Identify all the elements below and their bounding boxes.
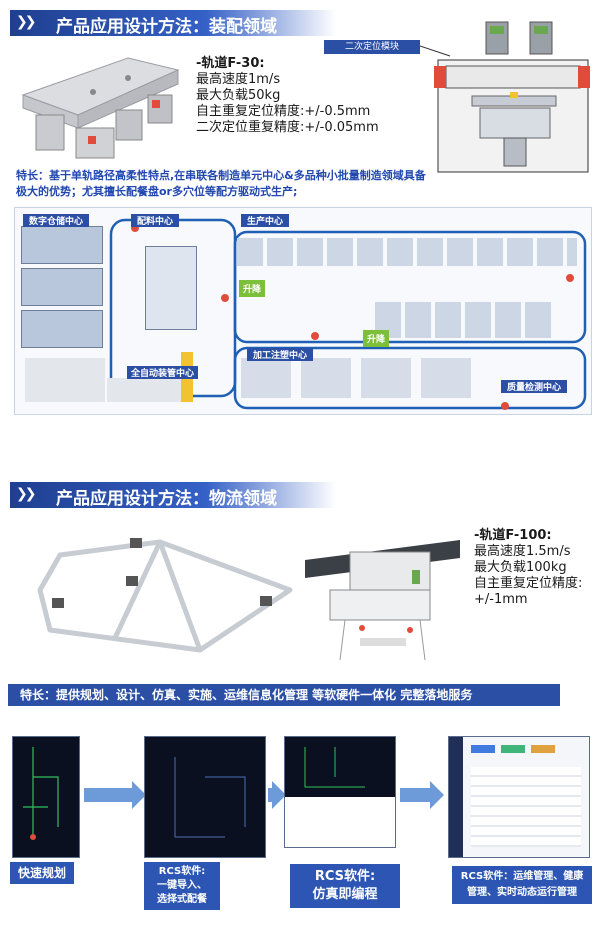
flow-arrow-icon — [84, 781, 146, 809]
caption-line: 仿真即编程 — [312, 887, 378, 902]
caption-line: RCS软件: — [158, 866, 206, 877]
process-stations — [241, 358, 481, 398]
spec-block-f100: -轨道F-100: 最高速度1.5m/s 最大负载100kg 自主重复定位精度:… — [474, 528, 582, 608]
zone-auto-label: 全自动装管中心 — [127, 366, 199, 379]
storage-rack — [21, 226, 103, 264]
flow-arrow-icon — [400, 781, 444, 809]
screenshot-import — [144, 736, 266, 858]
zone-inspect-label: 质量检测中心 — [501, 380, 568, 393]
section1-header: ❯❯ 产品应用设计方法：装配领域 — [10, 8, 340, 38]
storage-rack — [21, 310, 103, 348]
spec-line: 最大负载50kg — [196, 88, 281, 103]
zone-dispatch-label: 配料中心 — [131, 214, 180, 227]
spec-block-f30: -轨道F-30: 最高速度1m/s 最大负载50kg 自主重复定位精度:+/-0… — [196, 56, 379, 136]
zone-production-label: 生产中心 — [241, 214, 290, 227]
double-chevron-icon: ❯❯ — [16, 486, 37, 502]
equipment-row — [107, 378, 181, 402]
feature-band-2: 特长：提供规划、设计、仿真、实施、运维信息化管理 等软硬件一体化 完整落地服务 — [8, 684, 560, 706]
spec-line: 最大负载100kg — [474, 560, 567, 575]
screenshot-planning — [12, 736, 80, 858]
caption-line: RCS软件: — [314, 869, 376, 884]
spec-line: 最高速度1m/s — [196, 72, 281, 87]
feature-text-1: 特长：基于单轨路径高柔性特点,在串联各制造单元中心&多品种小批量制造领域具备 极… — [16, 168, 426, 200]
spec-name: -轨道F-100: — [474, 528, 552, 543]
spec-line: 最高速度1.5m/s — [474, 544, 571, 559]
caption-line: RCS软件：运维管理、健康 — [460, 871, 584, 882]
section2-header: ❯❯ 产品应用设计方法：物流领域 — [10, 480, 340, 510]
step-caption-4: RCS软件：运维管理、健康 管理、实时动态运行管理 — [452, 866, 592, 904]
screenshot-simulation — [284, 736, 396, 848]
caption-line: 管理、实时动态运行管理 — [467, 887, 577, 898]
zone-digital-label: 数字仓储中心 — [23, 214, 90, 227]
feature-line: 特长：基于单轨路径高柔性特点,在串联各制造单元中心&多品种小批量制造领域具备 — [16, 169, 426, 182]
storage-rack — [21, 268, 103, 306]
caption-line: 一键导入、 — [157, 880, 207, 891]
step-caption-1: 快速规划 — [10, 862, 74, 884]
equipment-row — [25, 358, 105, 402]
spec-name: -轨道F-30: — [196, 56, 265, 71]
dispatch-station — [145, 246, 197, 330]
screenshot-operations — [448, 736, 590, 858]
rail-track-image — [37, 538, 293, 653]
flow-arrow-icon — [268, 781, 286, 809]
agv-cart-image — [21, 57, 180, 159]
double-chevron-icon: ❯❯ — [16, 14, 37, 30]
spec-line: 自主重复定位精度: — [474, 576, 583, 591]
section2-title: 产品应用设计方法：物流领域 — [56, 489, 277, 509]
production-stations — [375, 302, 555, 338]
production-stations — [237, 238, 577, 266]
lift-label: 升降 — [239, 280, 266, 297]
section1-title: 产品应用设计方法：装配领域 — [56, 17, 277, 37]
spec-line: 二次定位重复精度:+/-0.05mm — [196, 120, 379, 135]
feature-line: 极大的优势；尤其擅长配餐盘or多穴位等配方驱动式生产; — [16, 185, 298, 198]
positioning-module-image — [420, 21, 590, 173]
step-caption-3: RCS软件: 仿真即编程 — [290, 864, 400, 908]
step-caption-2: RCS软件: 一键导入、 选择式配餐 — [144, 862, 220, 910]
production-layout-diagram: 数字仓储中心 配料中心 生产中心 全自动装管中心 加工注塑中心 质量检测中心 升… — [14, 207, 592, 415]
zone-process-label: 加工注塑中心 — [247, 348, 314, 361]
lift-label: 升降 — [363, 330, 390, 347]
f100-unit-image — [305, 540, 460, 661]
spec-line: +/-1mm — [474, 592, 528, 607]
module-label: 二次定位模块 — [324, 40, 420, 54]
spec-line: 自主重复定位精度:+/-0.5mm — [196, 104, 371, 119]
caption-line: 选择式配餐 — [157, 894, 207, 905]
